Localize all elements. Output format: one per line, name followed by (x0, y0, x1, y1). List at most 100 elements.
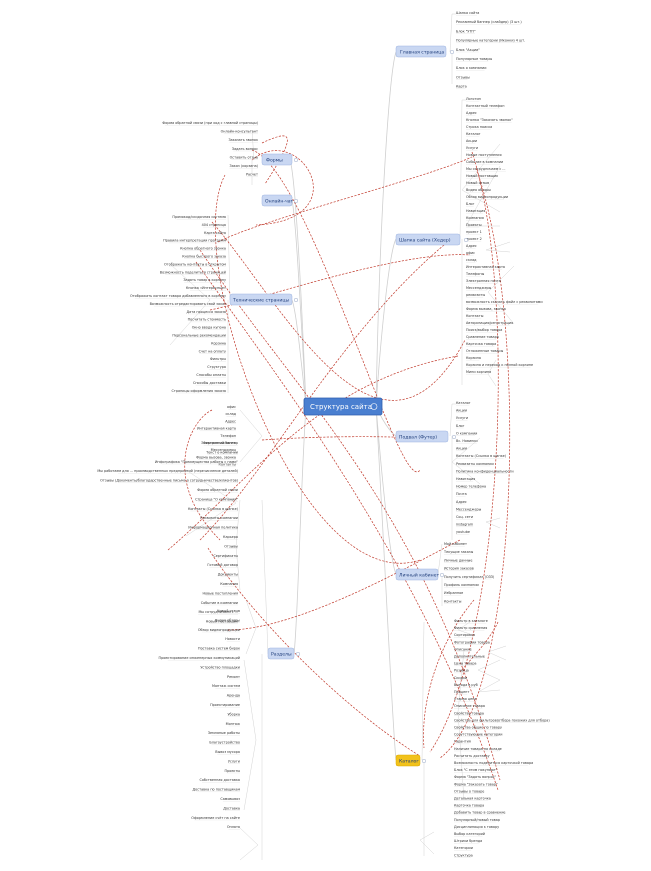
header-item-5: Каталог (466, 132, 481, 136)
catalog-item-9: Выгода в руб (454, 683, 478, 687)
sections-item-7: Контакты (Ссылка в шапке) (188, 507, 239, 511)
topic-collapse-icon-8[interactable] (294, 157, 299, 162)
tech-item-14: Окно ввода купона (192, 326, 226, 330)
catalog-item-2: Сортировка (454, 633, 475, 637)
topic-collapse-icon-0[interactable] (450, 50, 455, 55)
sections-item-32: Монтаж (226, 722, 240, 726)
sections-item-27: Ремонт (227, 675, 240, 679)
topic-forms[interactable]: Формы (261, 153, 293, 166)
header-item-9: Событие в компании (466, 160, 503, 164)
catalog-item-30: Выбор категорий (454, 832, 485, 836)
topic-collapse-icon-5[interactable] (296, 652, 301, 657)
tech-item-8: Задать товар в корзину (183, 278, 226, 282)
topic-home-label: Главная страница (400, 50, 444, 56)
catalog-item-20: Возможность поделиться карточкой товара (454, 761, 533, 765)
forms-item-4: Оставить отзыв (230, 155, 258, 159)
topic-collapse-icon-4[interactable] (422, 759, 427, 764)
footer-item-2: Услуги (456, 416, 468, 420)
home-item-1: Рекламный баннер (слайдер) (3 шт.) (456, 20, 522, 24)
catalog-item-25: Детальная карточка (454, 797, 491, 801)
topic-collapse-icon-3[interactable] (440, 573, 445, 578)
header-item-19: проект 1 (466, 230, 482, 234)
home-item-8: Карта (456, 85, 467, 89)
topic-footer[interactable]: Подвал (Футер) (395, 430, 449, 443)
topic-forms-label: Формы (266, 158, 283, 164)
sections-item-30: Проектирование (210, 703, 240, 707)
footer-item-15: Соц. сети (456, 515, 473, 519)
topic-online[interactable]: Онлайн-чат (261, 194, 294, 207)
root-node[interactable]: Структура сайта (303, 397, 383, 416)
header-item-21: Адрес (466, 244, 477, 248)
sections-item-9: Информационная политика (188, 526, 238, 530)
home-item-3: Популярные категории (Иконки) 4 шт. (456, 39, 525, 43)
catalog-item-14: Свойства для фильтров(отбора похожих для… (454, 718, 550, 722)
header-item-10: Мы сотрудничаем с ... (466, 167, 506, 171)
tech-item-21: Способы доставки (193, 381, 226, 385)
cabinet-item-4: Получить сертификат (ОЗЗ) (444, 575, 495, 579)
topic-collapse-icon-7[interactable] (294, 198, 299, 203)
topic-collapse-icon-6[interactable] (294, 298, 299, 303)
tech-item-11: Возможность отредактировать свой заказ (150, 302, 227, 306)
footer-item-17: youtube (456, 530, 470, 534)
catalog-item-16: Сопутствующие категории (454, 733, 503, 737)
sections-item-16: Новые поступления (202, 591, 238, 595)
topic-tech-label: Технические страницы (232, 298, 290, 304)
sections-item-2: Инфографика "Преимущества работы с нами" (155, 460, 239, 464)
cabinet-item-6: Избранное (444, 591, 463, 595)
topic-tech[interactable]: Технические страницы (229, 293, 293, 306)
header-item-15: Блог (466, 202, 475, 206)
topic-collapse-icon-1[interactable] (464, 237, 469, 242)
cabinet-item-2: Личные данные (444, 558, 472, 562)
header-item-16: Навигация (466, 209, 485, 213)
topic-header[interactable]: Шапка сайта (Хедер) (395, 233, 461, 246)
footer-item-8: Реквизиты компании (456, 462, 494, 466)
catalog-item-15: Свойства общие по товару (454, 726, 502, 730)
collapse-icon[interactable] (370, 403, 378, 410)
sections-item-3: Мы работаем для ... производственных пре… (97, 469, 238, 473)
topic-collapse-icon-2[interactable] (452, 435, 457, 440)
tech-item-4: Кнопка обратного звонка (180, 247, 226, 251)
contacts-item-5: Электронная почта (201, 441, 236, 445)
sections-item-20: Новый отзыв (217, 609, 240, 613)
footer-item-10: Навигация (456, 477, 475, 481)
main-branches (289, 51, 397, 761)
sections-item-8: Реквизиты компании (200, 516, 238, 520)
forms-item-1: Онлайн-консультант (221, 130, 258, 134)
header-item-34: Сравнение товара (466, 335, 499, 339)
catalog-item-22: Форма "Задать вопрос" (454, 775, 497, 779)
header-item-32: Авторизация/регистрация (466, 321, 513, 325)
tech-item-17: Счет на оплату (199, 349, 226, 353)
forms-item-2: Заказать звонок (228, 138, 258, 142)
catalog-item-26: Карточка товара (454, 804, 484, 808)
topic-cabinet[interactable]: Личный кабинет (395, 568, 439, 581)
tech-item-18: Фильтры (210, 357, 226, 361)
header-item-22: офис (466, 251, 475, 255)
contacts-item-1: склад (225, 412, 236, 416)
catalog-item-1: Фильтр сравнения (454, 626, 487, 630)
cabinet-item-3: История заказов (444, 567, 474, 571)
header-item-36: Отложенные товары (466, 349, 504, 353)
header-item-20: проект 2 (466, 237, 482, 241)
header-item-33: Поиск/выбор товара (466, 328, 502, 332)
sections-item-21: Видео обзоры (215, 618, 240, 622)
contacts-item-6: Мессенджеры (211, 448, 237, 452)
header-item-28: реквизиты (466, 293, 485, 297)
header-item-25: Телефоны (465, 272, 485, 276)
catalog-item-32: Категории (454, 846, 473, 850)
forms-item-0: Форма обратной связи (при ход с главной … (162, 121, 258, 125)
catalog-item-5: Дополнительные (454, 655, 485, 659)
topic-sections[interactable]: Разделы (267, 647, 295, 660)
tech-item-15: Персональные рекомендации (172, 334, 226, 338)
sections-item-0: Фирменный баннер (203, 441, 238, 445)
sections-item-1: Текст о компании (205, 450, 238, 454)
topic-catalog[interactable]: Каталог (395, 754, 421, 767)
tech-item-1: 404 страница (202, 223, 226, 227)
tech-item-12: Дата процесса заказа (187, 310, 226, 314)
sections-item-15: Компания (220, 582, 238, 586)
catalog-item-4: Описание (454, 647, 472, 651)
catalog-item-17: Гарантия (454, 740, 471, 744)
footer-item-1: Акции (456, 409, 467, 413)
topic-cabinet-label: Личный кабинет (399, 572, 439, 579)
topic-home[interactable]: Главная страница (395, 45, 447, 58)
